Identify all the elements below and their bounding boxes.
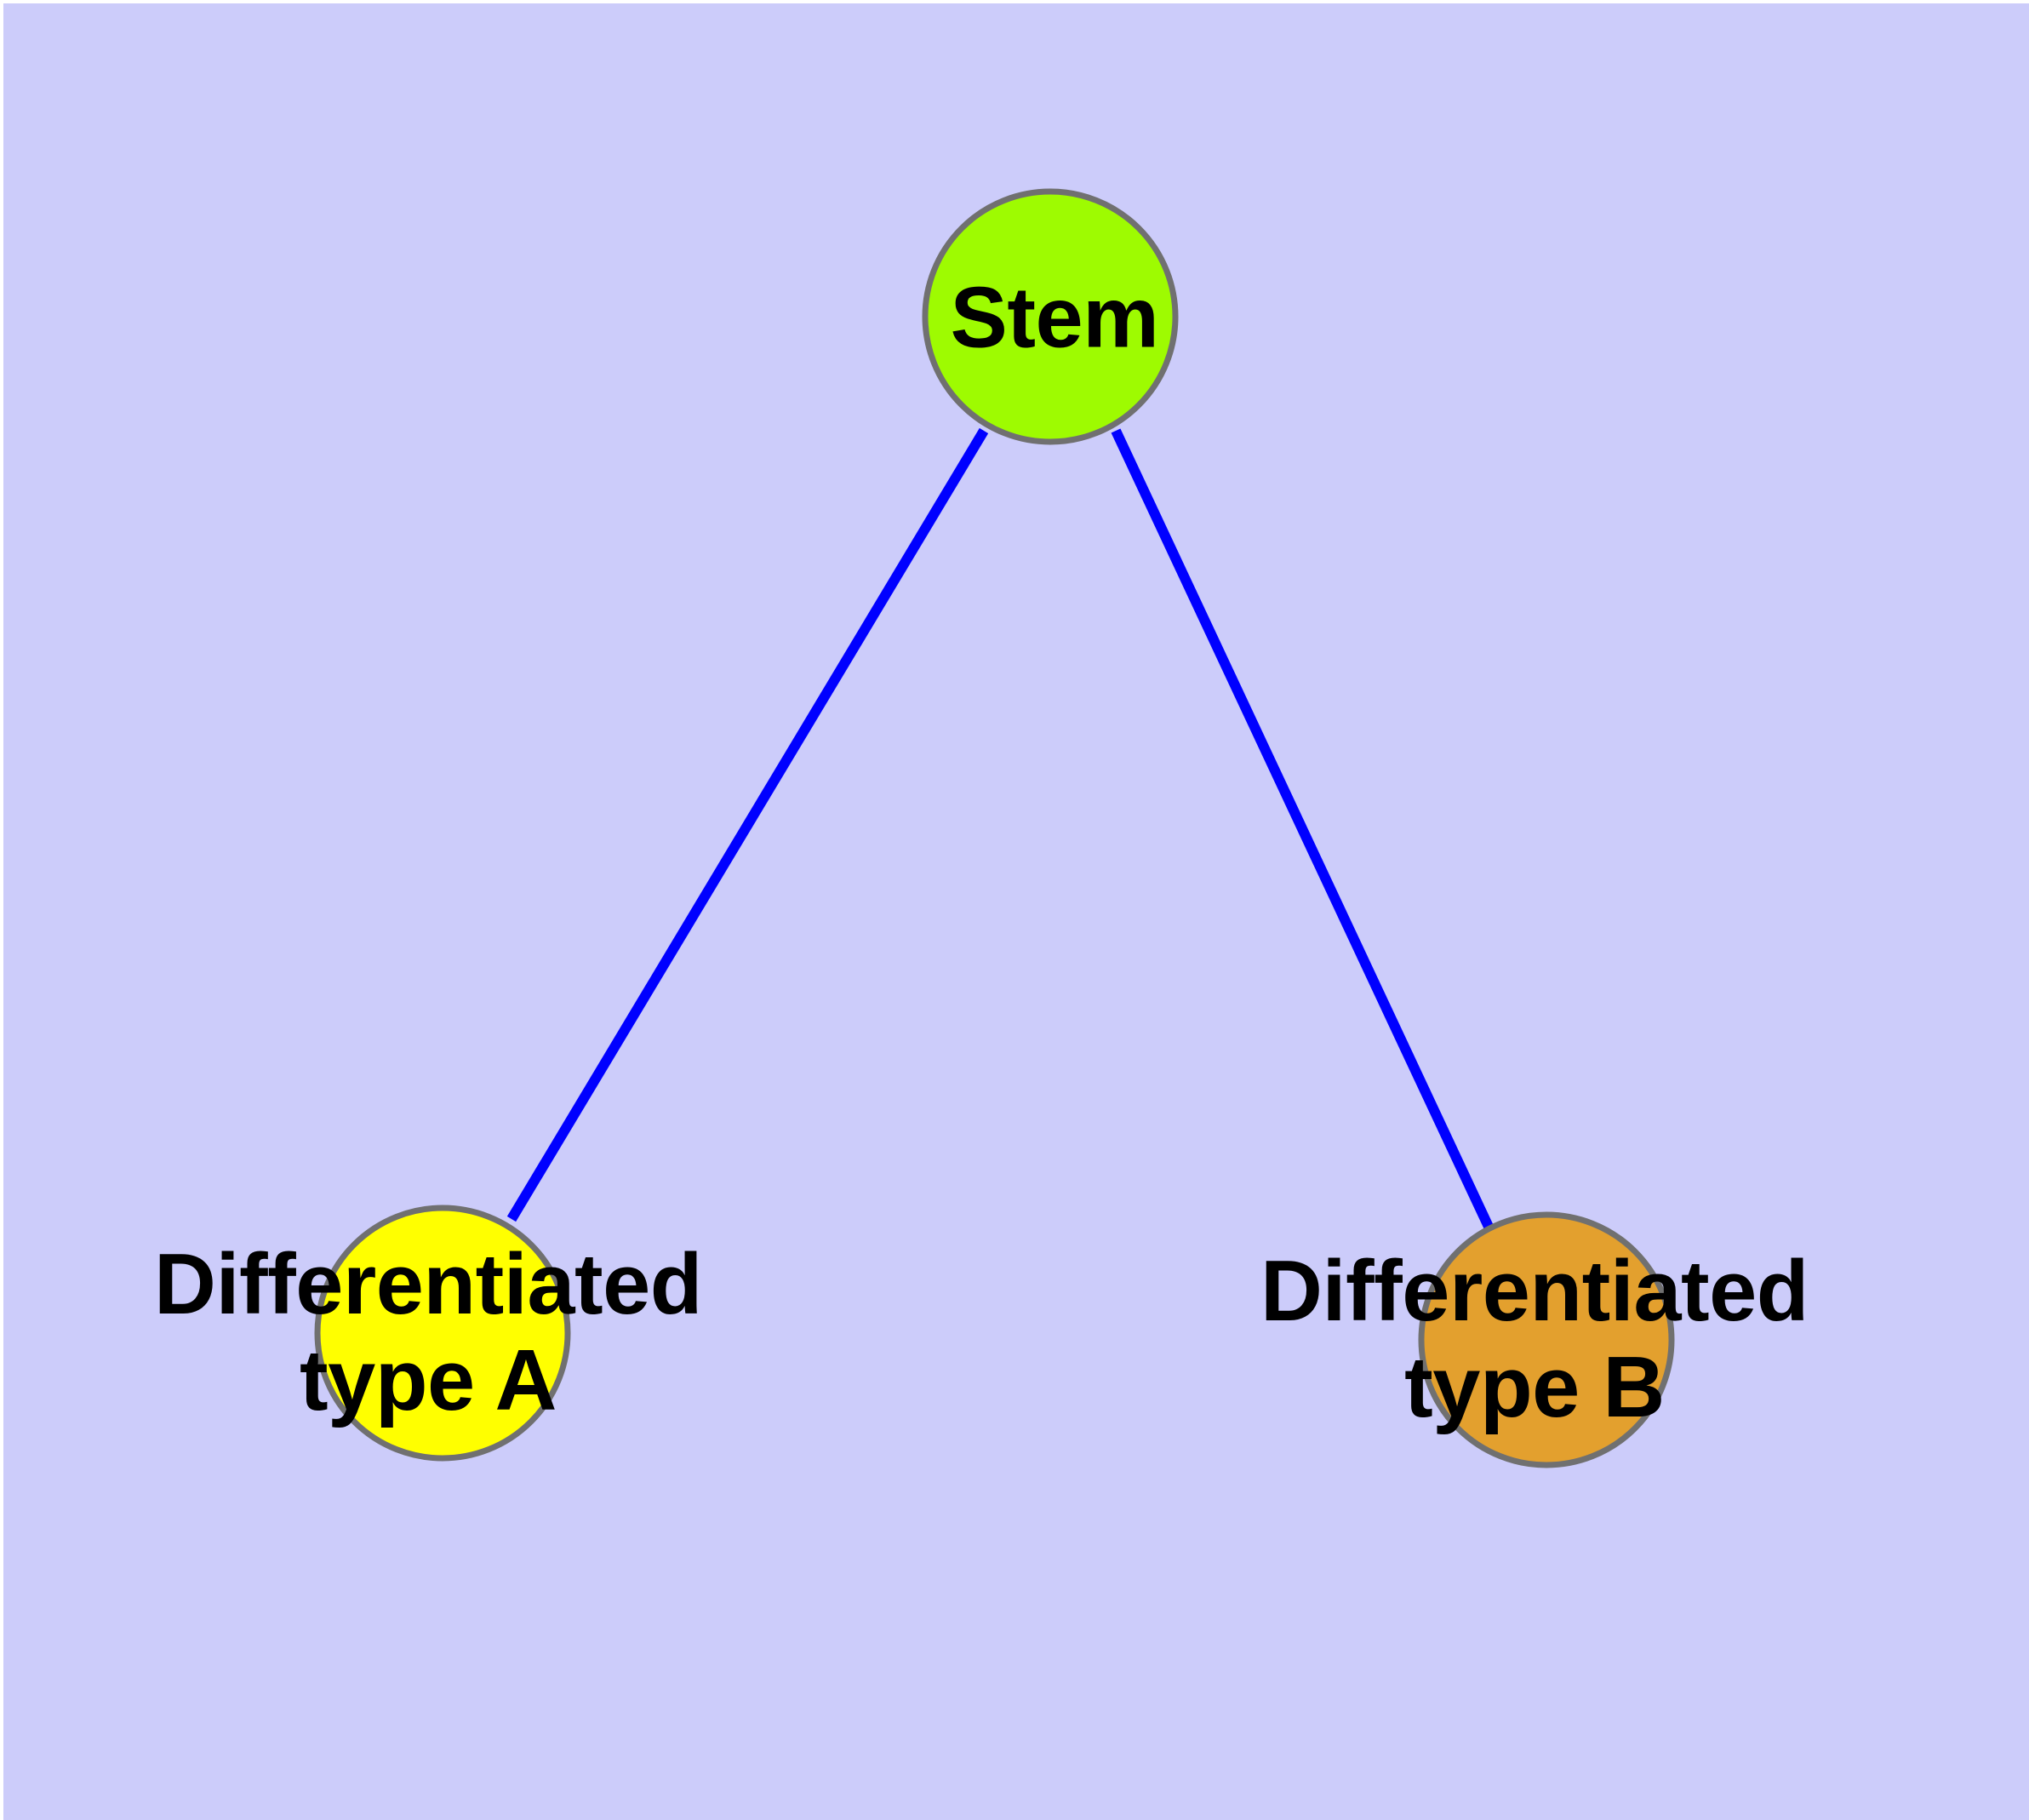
node-differentiated-type-b[interactable] [1418, 1211, 1675, 1468]
edge-stem-to-differentiated-b[interactable] [1111, 428, 1494, 1229]
node-differentiated-type-a[interactable] [314, 1205, 571, 1462]
edge-layer [506, 427, 1494, 1229]
edge-stem-to-differentiated-a[interactable] [506, 427, 989, 1222]
node-stem[interactable] [922, 188, 1179, 445]
node-layer [314, 188, 1675, 1468]
